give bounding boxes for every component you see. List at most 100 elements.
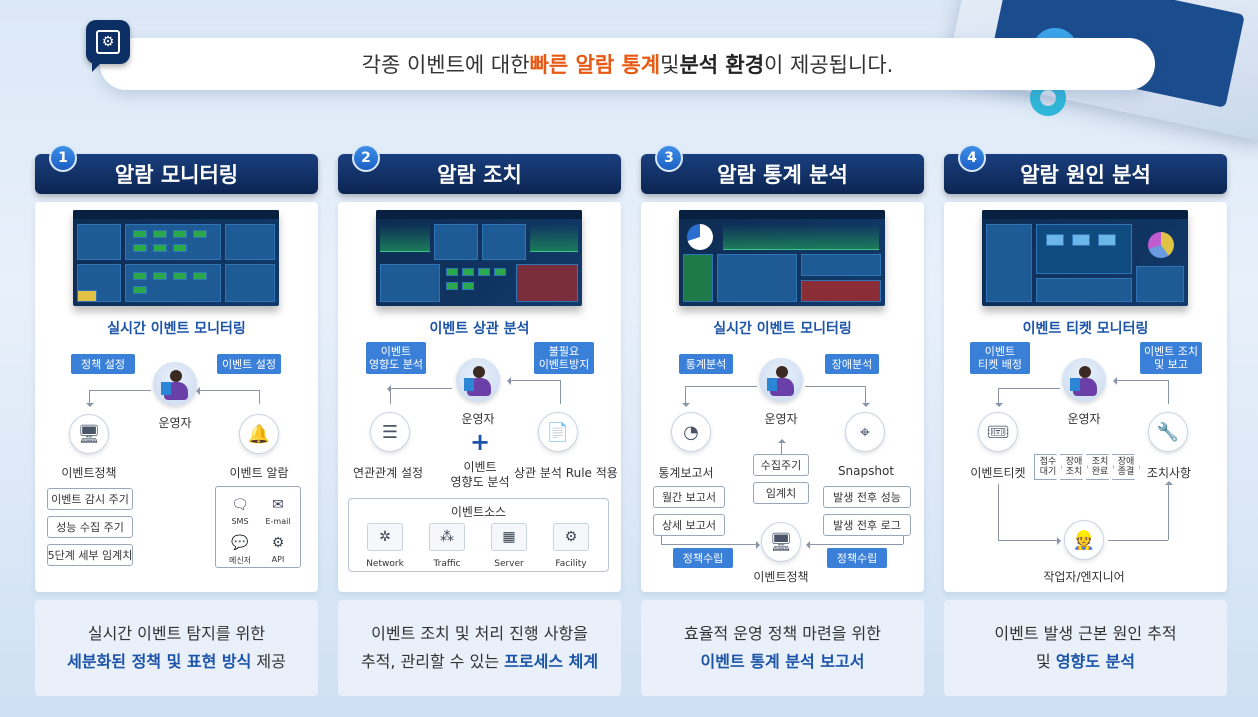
traffic-icon: ⁂ — [429, 523, 465, 551]
report-chart-icon: ◔ — [671, 412, 711, 452]
column-summary: 이벤트 조치 및 처리 진행 사항을 추적, 관리할 수 있는 프로세스 체계 — [338, 600, 621, 696]
rule-document-icon: 📄 — [538, 412, 578, 452]
column-summary: 이벤트 발생 근본 원인 추적 및 영향도 분석 — [944, 600, 1227, 696]
network-icon: ✲ — [367, 523, 403, 551]
messenger-icon: 💬 — [231, 535, 249, 551]
section-subtitle: 이벤트 티켓 모니터링 — [1022, 321, 1149, 337]
tools-icon: 🔧 — [1148, 412, 1188, 452]
column-summary: 효율적 운영 정책 마련을 위한 이벤트 통계 분석 보고서 — [641, 600, 924, 696]
section-subtitle: 실시간 이벤트 모니터링 — [713, 321, 852, 337]
statistics-analysis-tag: 통계분석 — [679, 354, 733, 374]
step-number: 2 — [352, 144, 380, 172]
operator-label: 운영자 — [158, 416, 192, 430]
action-items-label: 조치사항 — [1146, 466, 1192, 480]
policy-establish-tag: 정책수립 — [827, 548, 887, 568]
dashboard-screenshot — [679, 210, 885, 306]
step-number: 3 — [655, 144, 683, 172]
sms-icon: 🗨 — [231, 497, 249, 513]
alarm-channels: 🗨 ✉ SMS E-mail 💬 ⚙ 메신저 API — [215, 486, 301, 568]
email-icon: ✉ — [272, 497, 284, 513]
event-policy-label: 이벤트정책 — [753, 570, 809, 584]
statistics-report-label: 통계보고서 — [658, 466, 714, 480]
banner-text: 각종 이벤트에 대한 — [361, 53, 530, 77]
dashboard-screenshot — [982, 210, 1188, 306]
action-report-tag: 이벤트 조치 및 보고 — [1140, 342, 1202, 374]
server-icon: ▦ — [491, 523, 527, 551]
dashboard-screenshot — [73, 210, 279, 306]
event-policy-label: 이벤트정책 — [61, 466, 117, 480]
process-step: 장애 종결 — [1112, 454, 1140, 480]
report-item: 월간 보고서 — [653, 486, 725, 508]
section-subtitle: 실시간 이벤트 모니터링 — [107, 321, 246, 337]
process-step: 장애 조치 — [1060, 454, 1088, 480]
section-subtitle: 이벤트 상관 분석 — [429, 321, 530, 337]
banner-text: 및 — [660, 53, 680, 77]
policy-setting-tag: 정책 설정 — [71, 354, 135, 374]
banner-highlight: 빠른 알람 통계 — [529, 53, 661, 77]
alarm-channel-label: SMS — [231, 517, 249, 526]
source-label: Server — [494, 559, 524, 569]
snapshot-item: 발생 전후 로그 — [823, 514, 911, 536]
event-setting-tag: 이벤트 설정 — [217, 354, 281, 374]
policy-monitor-icon: 🖥 — [761, 522, 801, 562]
alarm-bell-icon: 🔔 — [239, 414, 279, 454]
operator-label: 운영자 — [1067, 412, 1101, 426]
policy-item: 5단계 세부 임계치 — [47, 544, 133, 566]
source-label: Network — [366, 559, 404, 569]
facility-icon: ⚙ — [553, 523, 589, 551]
source-label: Traffic — [433, 559, 461, 569]
ticket-icon: 🎟 — [978, 412, 1018, 452]
banner-bold: 분석 환경 — [679, 53, 765, 77]
plus-icon: + — [470, 428, 491, 456]
report-item: 상세 보고서 — [653, 514, 725, 536]
event-source-title: 이벤트소스 — [450, 505, 507, 519]
policy-item: 성능 수집 주기 — [47, 516, 133, 538]
impact-analysis-tag: 이벤트 영향도 분석 — [366, 342, 426, 374]
policy-item: 이벤트 감시 주기 — [47, 488, 133, 510]
correlation-rule-label: 상관 분석 Rule 적용 — [514, 466, 618, 480]
alarm-channel-label: E-mail — [265, 517, 291, 526]
process-step: 접수 대기 — [1034, 454, 1062, 480]
unnecessary-event-prevention-tag: 불필요 이벤트방지 — [534, 342, 594, 374]
impact-analysis-label: 이벤트 영향도 분석 — [450, 460, 510, 489]
failure-analysis-tag: 장애분석 — [825, 354, 879, 374]
step-number: 4 — [958, 144, 986, 172]
operator-label: 운영자 — [764, 412, 798, 426]
snapshot-camera-icon: ⌖ — [845, 412, 885, 452]
operator-icon — [759, 358, 803, 402]
server-stack-icon: ☰ — [370, 412, 410, 452]
operator-label: 운영자 — [461, 412, 495, 426]
engineer-label: 작업자/엔지니어 — [1043, 570, 1125, 584]
collection-cycle-box: 수집주기 — [753, 454, 809, 476]
column-card: 이벤트 티켓 모니터링 이벤트 티켓 배정 이벤트 조치 및 보고 운영자 🎟 … — [944, 202, 1227, 592]
operator-icon — [153, 362, 197, 406]
event-source-box: 이벤트소스 ✲ ⁂ ▦ ⚙ Network Traffic Server Fac… — [348, 498, 609, 572]
snapshot-item: 발생 전후 성능 — [823, 486, 911, 508]
process-step: 조치 완료 — [1086, 454, 1114, 480]
threshold-box: 임계치 — [753, 482, 809, 504]
header-banner: 각종 이벤트에 대한 빠른 알람 통계 및 분석 환경 이 제공됩니다. — [100, 38, 1155, 90]
banner-text: 이 제공됩니다. — [764, 53, 894, 77]
monitor-gear-icon: ⚙ — [86, 20, 130, 72]
column-card: 실시간 이벤트 모니터링 정책 설정 이벤트 설정 운영자 🖥 🔔 이벤트정책 … — [35, 202, 318, 592]
column-card: 이벤트 상관 분석 이벤트 영향도 분석 불필요 이벤트방지 운영자 ☰ 📄 +… — [338, 202, 621, 592]
policy-monitor-icon: 🖥 — [69, 414, 109, 454]
policy-establish-tag: 정책수립 — [673, 548, 733, 568]
engineer-icon: 👷 — [1064, 520, 1104, 560]
step-number: 1 — [49, 144, 77, 172]
alarm-channel-label: 메신저 — [228, 556, 252, 565]
operator-icon — [456, 358, 500, 402]
source-label: Facility — [555, 559, 587, 569]
event-ticket-label: 이벤트티켓 — [970, 466, 1026, 480]
operator-icon — [1062, 358, 1106, 402]
ticket-assign-tag: 이벤트 티켓 배정 — [970, 342, 1030, 374]
column-card: 실시간 이벤트 모니터링 통계분석 장애분석 운영자 ◔ ⌖ 수집주기 임계치 … — [641, 202, 924, 592]
dashboard-screenshot — [376, 210, 582, 306]
